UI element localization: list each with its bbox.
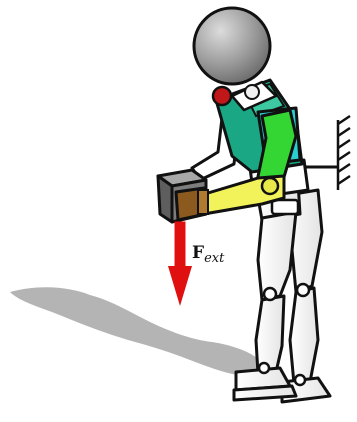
neck-cap <box>245 85 259 99</box>
wrist-cuff <box>198 190 208 214</box>
force-arrow-shaft <box>175 222 185 268</box>
back-knee-joint <box>297 284 309 296</box>
elbow-joint <box>262 178 278 194</box>
front-knee-joint <box>264 288 276 300</box>
force-label: Fext <box>192 243 225 266</box>
force-label-subscript: ext <box>204 251 225 266</box>
neck-joint <box>213 87 231 105</box>
front-ankle-joint <box>259 363 269 373</box>
force-arrow <box>168 222 192 306</box>
force-label-main: F <box>192 243 204 263</box>
floor-shadow <box>10 287 265 376</box>
load-box-front <box>158 176 172 222</box>
wall-fixture <box>338 116 350 190</box>
robot-head <box>194 8 270 84</box>
front-thigh <box>258 212 296 300</box>
front-sole <box>234 386 296 400</box>
back-ankle-joint <box>295 375 305 385</box>
force-arrow-head <box>168 266 192 306</box>
front-shin <box>256 296 284 374</box>
back-shin <box>290 288 318 384</box>
hip-joint <box>272 200 298 214</box>
